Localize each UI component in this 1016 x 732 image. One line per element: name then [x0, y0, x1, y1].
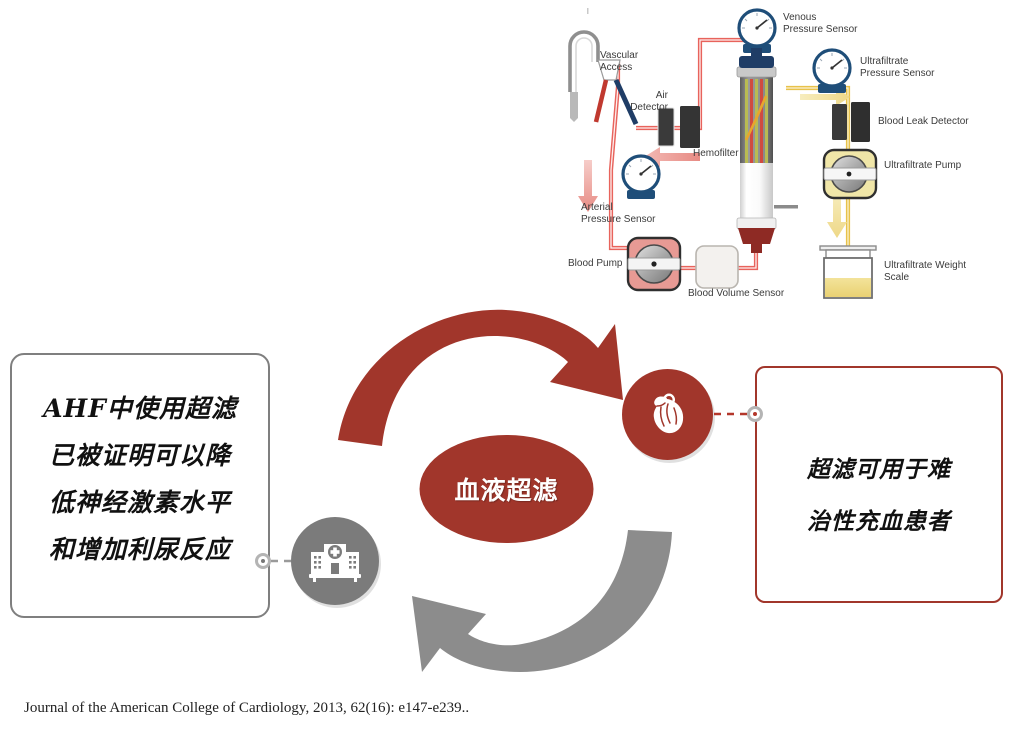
hemofilter-fibers	[744, 79, 768, 191]
heart-icon	[653, 393, 683, 433]
right-text-line-1: 超滤可用于难	[807, 456, 951, 483]
label-hemofilter: Hemofilter	[693, 148, 739, 159]
label-blood-pump: Blood Pump	[568, 258, 623, 269]
heart-icon-circle[interactable]	[622, 369, 713, 460]
label-ultrafiltrate-weight-scale: Ultrafiltrate Weight Scale	[884, 260, 967, 283]
label-venous-pressure-sensor: Venous Pressure Sensor	[783, 12, 858, 35]
venous-pressure-sensor-icon	[737, 8, 777, 53]
label-air-detector: Air Detector	[630, 90, 668, 113]
ultrafiltrate-weight-scale-icon	[819, 245, 877, 299]
diagram-tick-mark	[587, 8, 589, 14]
left-text-line-3: 低神经激素水平	[48, 488, 231, 517]
blood-pump-icon	[626, 236, 682, 292]
arterial-pressure-sensor-icon	[621, 154, 661, 199]
label-ultrafiltrate-pump: Ultrafiltrate Pump	[884, 160, 962, 171]
label-ultrafiltrate-pressure-sensor: Ultrafiltrate Pressure Sensor	[860, 56, 935, 79]
hemofilter-icon	[736, 48, 798, 253]
blood-leak-detector-icon	[832, 102, 870, 142]
flow-arrow-ultrafiltrate-down	[827, 192, 847, 238]
right-text-box[interactable]: 超滤可用于难 治性充血患者	[755, 366, 1003, 603]
bottom-gray-arrow	[412, 530, 672, 672]
hemofiltration-circuit-diagram: Vascular Access Air Detector Venous Pres…	[548, 0, 1016, 316]
air-detector-icon	[657, 106, 700, 148]
ellipse-shape	[419, 435, 594, 543]
left-connector-node[interactable]	[255, 553, 271, 569]
top-red-arrow	[338, 309, 623, 446]
left-text-line-2: 已被证明可以降	[48, 441, 231, 470]
left-text-line-4: 和增加利尿反应	[48, 535, 231, 564]
label-blood-leak-detector: Blood Leak Detector	[878, 116, 969, 127]
vascular-access-icon	[568, 30, 639, 126]
ultrafiltrate-pump-icon	[822, 148, 878, 200]
flow-arrow-venous-return	[644, 147, 700, 167]
left-text-box[interactable]: AHF中使用超滤 已被证明可以降 低神经激素水平 和增加利尿反应	[10, 353, 270, 618]
center-ellipse-label: 血液超滤	[454, 476, 559, 505]
label-vascular-access: Vascular Access	[600, 50, 639, 73]
circuit-svg	[568, 8, 878, 299]
left-text-line-1: AHF中使用超滤	[43, 394, 237, 423]
hospital-icon-circle[interactable]	[291, 517, 379, 605]
blood-volume-sensor-icon	[695, 245, 739, 289]
center-ellipse: 血液超滤	[419, 434, 594, 544]
hospital-icon	[309, 544, 361, 582]
cycle-arrows	[0, 300, 1016, 700]
ultrafiltrate-pressure-sensor-icon	[812, 48, 852, 93]
right-connector-node[interactable]	[747, 406, 763, 422]
label-arterial-pressure-sensor: Arterial Pressure Sensor	[581, 202, 656, 225]
citation-text: Journal of the American College of Cardi…	[24, 700, 470, 716]
label-blood-volume-sensor: Blood Volume Sensor	[688, 288, 785, 299]
flow-arrow-arterial-down	[578, 160, 598, 212]
right-text-line-2: 治性充血患者	[807, 508, 951, 535]
